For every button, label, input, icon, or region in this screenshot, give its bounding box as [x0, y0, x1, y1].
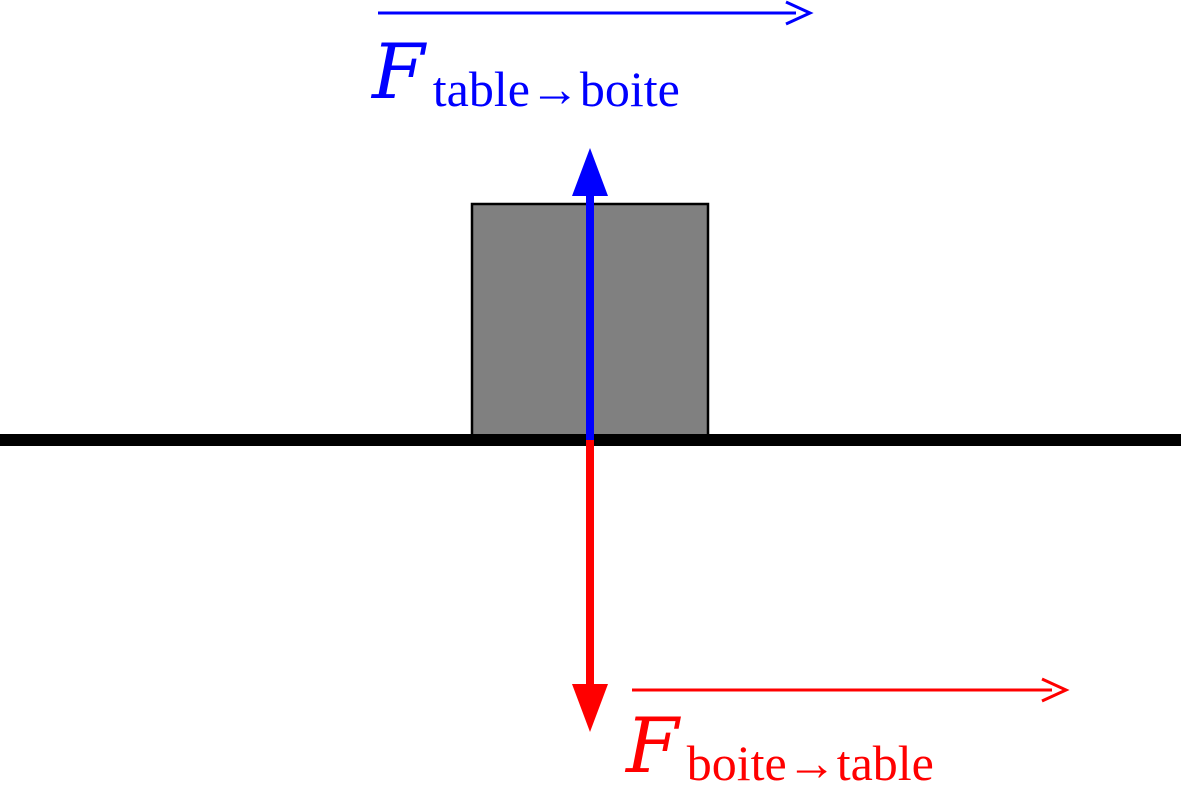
vector-bar-down-head: [1041, 677, 1070, 703]
force-up-arrowhead: [572, 148, 608, 196]
force-up-symbol: F: [370, 27, 427, 116]
force-down-subscript: boite→table: [687, 735, 934, 788]
force-up-subscript: table→boite: [433, 61, 680, 117]
svg-text:F table→boite: F table→boite: [370, 27, 680, 117]
label-force-box-on-table: F boite→table: [624, 677, 1070, 788]
label-force-table-on-box: F table→boite: [370, 0, 814, 117]
vector-bar-up-head: [785, 0, 814, 26]
force-box-on-table-arrow: [572, 440, 608, 732]
force-down-arrowhead: [572, 684, 608, 732]
force-down-symbol: F: [624, 701, 681, 788]
svg-text:F boite→table: F boite→table: [624, 701, 934, 788]
force-table-on-box-arrow: [572, 148, 608, 440]
